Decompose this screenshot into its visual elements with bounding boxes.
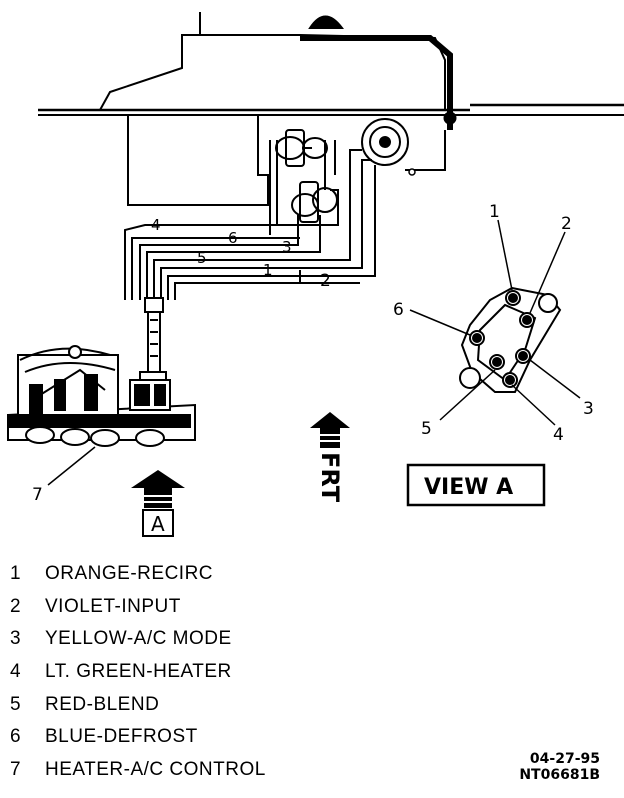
legend-item: 1 ORANGE-RECIRC [10, 562, 266, 595]
legend-item: 2 VIOLET-INPUT [10, 595, 266, 628]
legend-number: 4 [10, 661, 22, 683]
legend-item: 6 BLUE-DEFROST [10, 725, 266, 758]
legend-text: RED-BLEND [45, 693, 160, 715]
harness-label-3: 3 [282, 238, 292, 256]
harness-label-5: 5 [197, 249, 207, 267]
front-direction-indicator: FRT [310, 412, 350, 503]
hose-harness [124, 140, 376, 300]
harness-label-2: 2 [320, 271, 331, 291]
legend-item: 5 RED-BLEND [10, 693, 266, 726]
harness-label-1: 1 [263, 261, 273, 279]
view-a-label: VIEW A [424, 475, 513, 500]
view-a-label-box: VIEW A [406, 463, 546, 507]
legend-text: ORANGE-RECIRC [45, 563, 214, 584]
harness-label-6: 6 [228, 229, 238, 247]
view-callout-1: 1 [489, 202, 500, 222]
legend-text: YELLOW-A/C MODE [45, 628, 232, 650]
vacuum-reservoir [361, 118, 409, 166]
callout-7: 7 [32, 446, 96, 505]
harness-labels: 4 6 3 5 1 2 [151, 216, 331, 291]
figure-date: 04-27-95 [529, 751, 600, 767]
legend-text: VIOLET-INPUT [45, 595, 181, 617]
svg-text:7: 7 [32, 485, 43, 505]
legend-number: 7 [10, 759, 22, 781]
legend-item: 4 LT. GREEN-HEATER [10, 660, 266, 693]
figure-reference: 04-27-95 NT06681B [519, 751, 600, 783]
legend-item: 7 HEATER-A/C CONTROL [10, 758, 266, 791]
hvac-housing [38, 12, 624, 206]
legend-number: 1 [10, 563, 22, 584]
view-callout-2: 2 [561, 214, 572, 234]
view-a-callouts [409, 219, 581, 426]
legend-text: BLUE-DEFROST [45, 726, 198, 748]
legend-text: HEATER-A/C CONTROL [45, 759, 266, 781]
vacuum-hose-diagram: 4 6 3 5 1 2 7 [7, 12, 624, 537]
legend-text: LT. GREEN-HEATER [45, 661, 232, 683]
view-callout-4: 4 [553, 425, 564, 445]
harness-label-4: 4 [151, 216, 161, 234]
legend-number: 6 [10, 726, 22, 748]
view-callout-5: 5 [421, 419, 432, 439]
view-a-connector [459, 286, 562, 393]
hose-color-legend: 1 ORANGE-RECIRC 2 VIOLET-INPUT 3 YELLOW-A/C… [10, 562, 266, 791]
view-a-arrow: A [131, 470, 185, 537]
legend-item: 3 YELLOW-A/C MODE [10, 627, 266, 660]
view-callout-6: 6 [393, 300, 404, 320]
view-callout-3: 3 [583, 399, 594, 419]
frt-label: FRT [316, 452, 344, 503]
harness-connector [139, 297, 167, 387]
legend-number: 3 [10, 628, 22, 650]
figure-code: NT06681B [519, 767, 600, 783]
legend-number: 5 [10, 693, 22, 715]
legend-number: 2 [10, 595, 22, 617]
heater-ac-control [7, 345, 196, 447]
upper-vacuum-actuator [275, 129, 328, 167]
view-box-label: A [151, 512, 165, 536]
main-vacuum-line [300, 35, 457, 176]
